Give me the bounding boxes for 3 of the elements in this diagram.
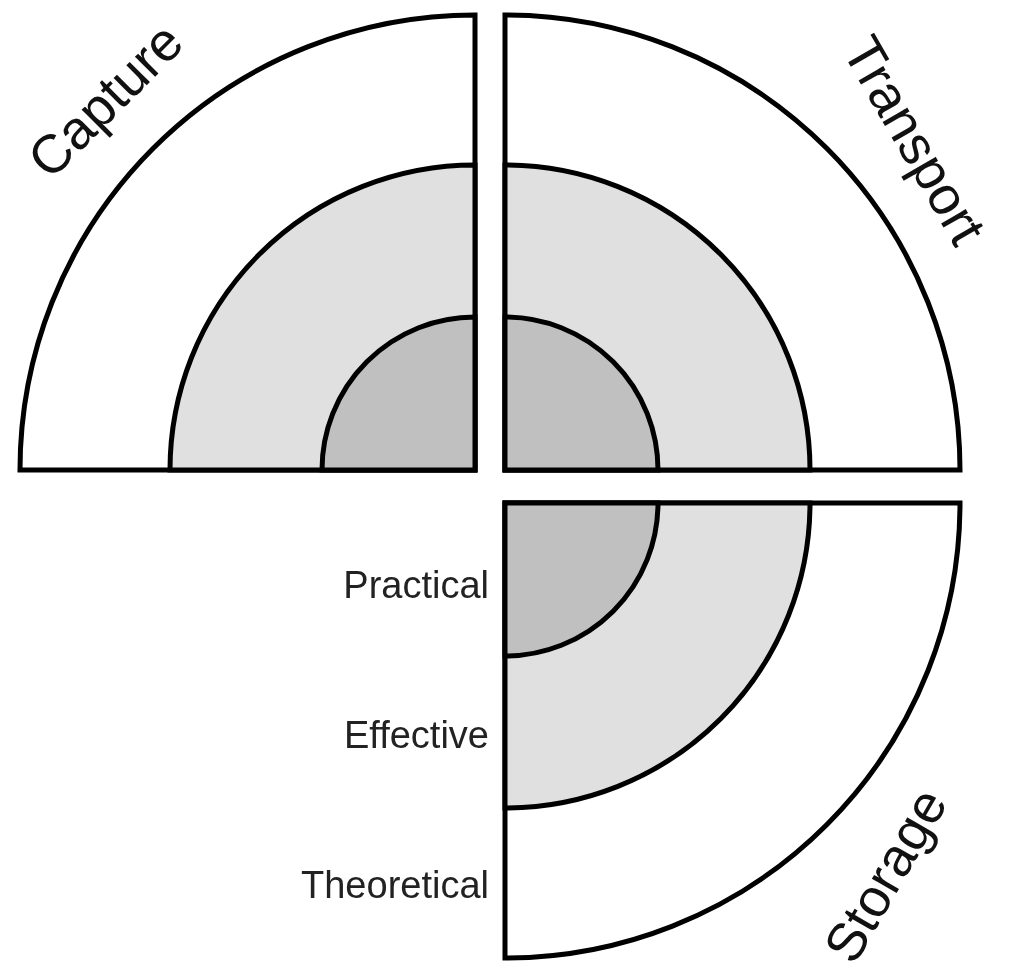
level-label: Practical bbox=[343, 563, 489, 607]
level-label: Effective bbox=[343, 713, 489, 757]
level-label: Theoretical bbox=[301, 863, 489, 907]
